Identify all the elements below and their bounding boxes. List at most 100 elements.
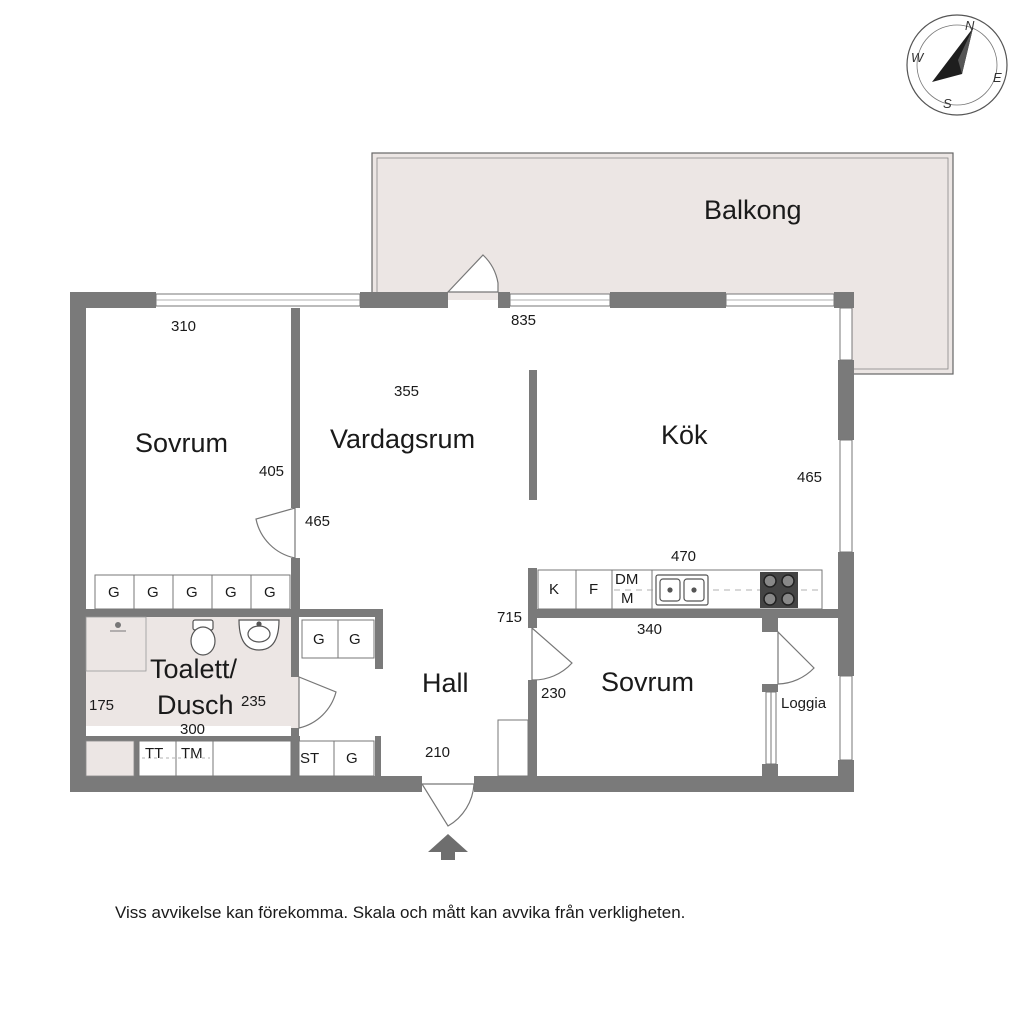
bathroom-area: Toalett/ Dusch [85, 616, 299, 728]
wall-bedroom2-left-lower [528, 680, 537, 778]
compass-north: N [965, 18, 975, 33]
dim-kitchen-depth: 465 [797, 469, 822, 486]
wardrobe-label: G [147, 584, 159, 601]
dim-bedroom2-depth: 230 [541, 685, 566, 702]
interior-walls [78, 308, 842, 780]
wall-loggia-left-low [762, 764, 778, 778]
wardrobe-label: G [186, 584, 198, 601]
bedroom-2-label: Sovrum [601, 667, 694, 697]
bathroom-label-line2: Dusch [157, 690, 234, 720]
compass: N E S W [906, 14, 1008, 116]
windows-right [839, 307, 853, 761]
doors [255, 254, 815, 827]
stove-icon [760, 572, 798, 608]
wall-bedroom2-right [762, 618, 778, 632]
wall-top-mid2 [498, 292, 510, 308]
bedroom-1-label: Sovrum [135, 428, 228, 458]
shower-head-icon [115, 622, 121, 628]
wall-wardrobe-hall [375, 617, 383, 669]
dimension-labels: 310 405 355 465 835 465 470 715 340 230 … [89, 312, 822, 761]
window-right-2 [839, 439, 853, 553]
dim-entrance-width: 210 [425, 744, 450, 761]
compass-south: S [943, 96, 952, 111]
wall-bedroom1-bath [78, 609, 383, 617]
door-bedroom1 [255, 507, 296, 559]
window-right-3 [839, 675, 853, 761]
hall-wardrobes-top: G G [301, 619, 375, 659]
dim-kitchen-width: 470 [671, 548, 696, 565]
compass-inner-ring [916, 24, 998, 106]
dim-bathroom-width-2: 300 [180, 721, 205, 738]
toilet-icon [190, 619, 216, 656]
sink-icon [238, 619, 280, 651]
wardrobe-label: G [346, 750, 358, 767]
wall-right-1 [838, 360, 854, 440]
wall-top-right [834, 292, 854, 308]
wall-right-2 [838, 552, 854, 676]
dishwasher-label-line2: M [621, 590, 634, 607]
wall-bedroom1-lower [291, 558, 300, 612]
wardrobe-label: G [349, 631, 361, 648]
wall-storage-side [375, 736, 381, 778]
dim-bedroom1-depth: 405 [259, 463, 284, 480]
disclaimer-text: Viss avvikelse kan förekomma. Skala och … [115, 903, 685, 922]
wardrobe-row [94, 574, 291, 610]
dim-bedroom1-width: 310 [171, 318, 196, 335]
dim-living-width: 355 [394, 383, 419, 400]
laundry-row: TT TM [138, 740, 292, 777]
room-labels: Sovrum Vardagsrum Kök Hall Sovrum Loggia [135, 420, 827, 712]
compass-west: W [911, 50, 925, 65]
wardrobe-label: G [313, 631, 325, 648]
bedroom1-wardrobes: G G G G G [94, 574, 291, 610]
dryer-label: TT [145, 745, 163, 762]
loggia-label: Loggia [781, 695, 827, 712]
hall-label: Hall [422, 668, 469, 698]
hall-coat-rack [497, 719, 529, 777]
wall-top-mid3 [610, 292, 726, 308]
wall-living-kitchen-divider [529, 370, 537, 500]
dim-bedroom2-width: 340 [637, 621, 662, 638]
entrance-arrow-icon [428, 834, 468, 860]
wall-kitchen-bottom [528, 609, 780, 618]
door-loggia [777, 630, 815, 685]
wall-top-left [70, 292, 156, 308]
door-bedroom2 [531, 626, 573, 681]
wardrobe-label: G [264, 584, 276, 601]
wall-top-mid [360, 292, 448, 308]
compass-needle-shadow [958, 28, 973, 74]
fridge-label: K [549, 581, 559, 598]
wall-bottom-left [70, 776, 422, 792]
dim-bathroom-depth: 175 [89, 697, 114, 714]
storage-label: ST [300, 750, 319, 767]
wall-bedroom1-living [291, 308, 300, 508]
freezer-label: F [589, 581, 598, 598]
wall-loggia-left [762, 684, 778, 692]
wall-bath-hall [291, 617, 299, 677]
door-bathroom [298, 676, 337, 729]
compass-east: E [993, 70, 1002, 85]
hall-storage-row [298, 740, 375, 777]
wall-kitchen-bottom-r [762, 609, 842, 618]
wall-bottom-right [474, 776, 854, 792]
dim-top-width: 835 [511, 312, 536, 329]
dishwasher-label-line1: DM [615, 571, 638, 588]
hall-wardrobes-bottom: ST G [298, 740, 375, 777]
wall-kitchen-left-bottom [528, 568, 537, 616]
wall-bath-lower [78, 736, 300, 741]
kitchen-counter: K F DM M [537, 569, 823, 610]
balcony-label: Balkong [704, 195, 802, 225]
laundry-units [138, 740, 292, 777]
living-room-label: Vardagsrum [330, 424, 475, 454]
wall-left [70, 292, 86, 792]
washer-label: TM [181, 745, 203, 762]
dim-hall-depth: 715 [497, 609, 522, 626]
door-entrance [420, 783, 475, 827]
window-right-1 [839, 307, 853, 361]
closet-box [85, 740, 135, 777]
wall-bedroom2-left [528, 618, 537, 628]
wall-closet-box [134, 736, 139, 780]
dim-living-depth: 465 [305, 513, 330, 530]
wardrobe-label: G [108, 584, 120, 601]
wall-bath-hall-lower [291, 728, 299, 778]
